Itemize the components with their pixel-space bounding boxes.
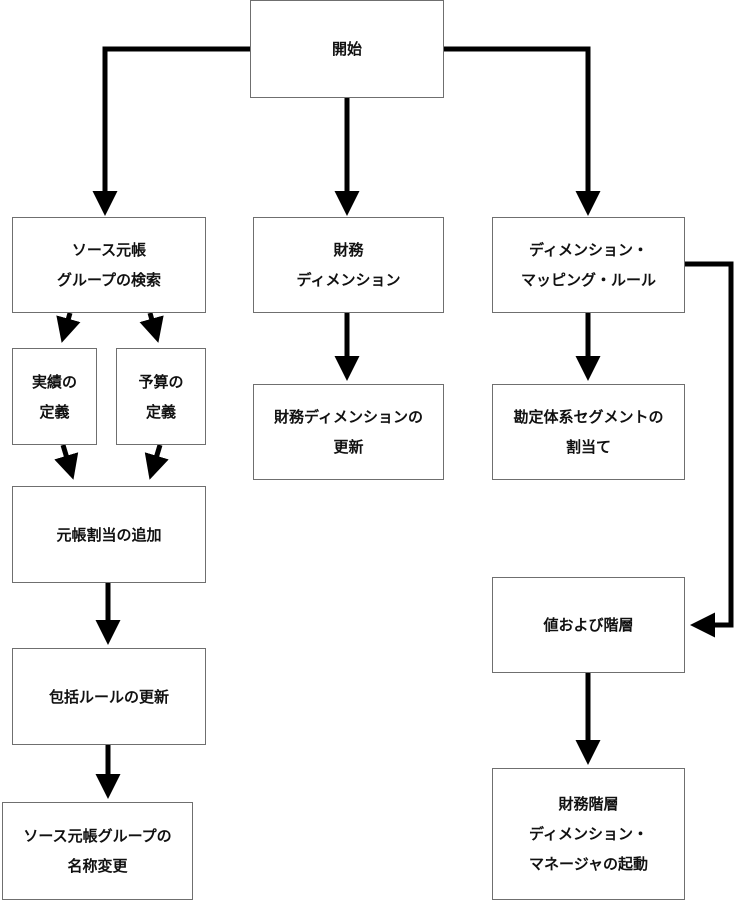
- node-launch-hierarchy-manager-label: 財務階層 ディメンション・ マネージャの起動: [529, 795, 648, 873]
- node-dimension-mapping-rules-label: ディメンション・ マッピング・ルール: [520, 241, 656, 289]
- node-update-financial-dimension-label: 財務ディメンションの 更新: [274, 408, 423, 456]
- arrow-search-to-actual: [56, 312, 81, 343]
- arrow-mapping-rules-to-values-hierarchy: [685, 261, 734, 638]
- node-assign-account-segment: 勘定体系セグメントの 割当て: [492, 384, 685, 480]
- node-dimension-mapping-rules: ディメンション・ マッピング・ルール: [492, 217, 685, 313]
- node-update-inclusion-rules: 包括ルールの更新: [12, 648, 206, 745]
- node-values-hierarchy: 値および階層: [492, 577, 685, 673]
- node-add-ledger-assignment-label: 元帳割当の追加: [56, 525, 162, 544]
- node-launch-hierarchy-manager: 財務階層 ディメンション・ マネージャの起動: [492, 768, 685, 900]
- node-values-hierarchy-label: 値および階層: [543, 616, 634, 634]
- arrow-actual-to-add-ledger-assignment: [54, 444, 79, 480]
- node-source-ledger-search-label: ソース元帳 グループの検索: [56, 241, 162, 289]
- arrow-start-to-source-ledger-search: [92, 46, 250, 216]
- arrow-budget-to-add-ledger-assignment: [144, 444, 169, 480]
- node-start-label: 開始: [331, 40, 362, 58]
- node-financial-dimension: 財務 ディメンション: [253, 217, 444, 313]
- node-source-ledger-search: ソース元帳 グループの検索: [12, 217, 206, 313]
- node-update-financial-dimension: 財務ディメンションの 更新: [253, 384, 444, 480]
- node-rename-source-ledger-group-label: ソース元帳グループの 名称変更: [23, 827, 172, 875]
- node-budget-define-label: 予算の 定義: [138, 372, 184, 421]
- node-actual-define-label: 実績の 定義: [31, 372, 77, 421]
- arrow-search-to-budget: [139, 312, 164, 343]
- node-budget-define: 予算の 定義: [116, 348, 206, 445]
- node-assign-account-segment-label: 勘定体系セグメントの 割当て: [513, 408, 664, 456]
- node-financial-dimension-label: 財務 ディメンション: [296, 241, 401, 289]
- node-actual-define: 実績の 定義: [12, 348, 97, 445]
- arrow-start-to-dimension-mapping-rules: [444, 46, 601, 216]
- node-update-inclusion-rules-label: 包括ルールの更新: [48, 687, 169, 706]
- node-rename-source-ledger-group: ソース元帳グループの 名称変更: [2, 802, 193, 900]
- node-add-ledger-assignment: 元帳割当の追加: [12, 486, 206, 583]
- node-start: 開始: [250, 0, 444, 98]
